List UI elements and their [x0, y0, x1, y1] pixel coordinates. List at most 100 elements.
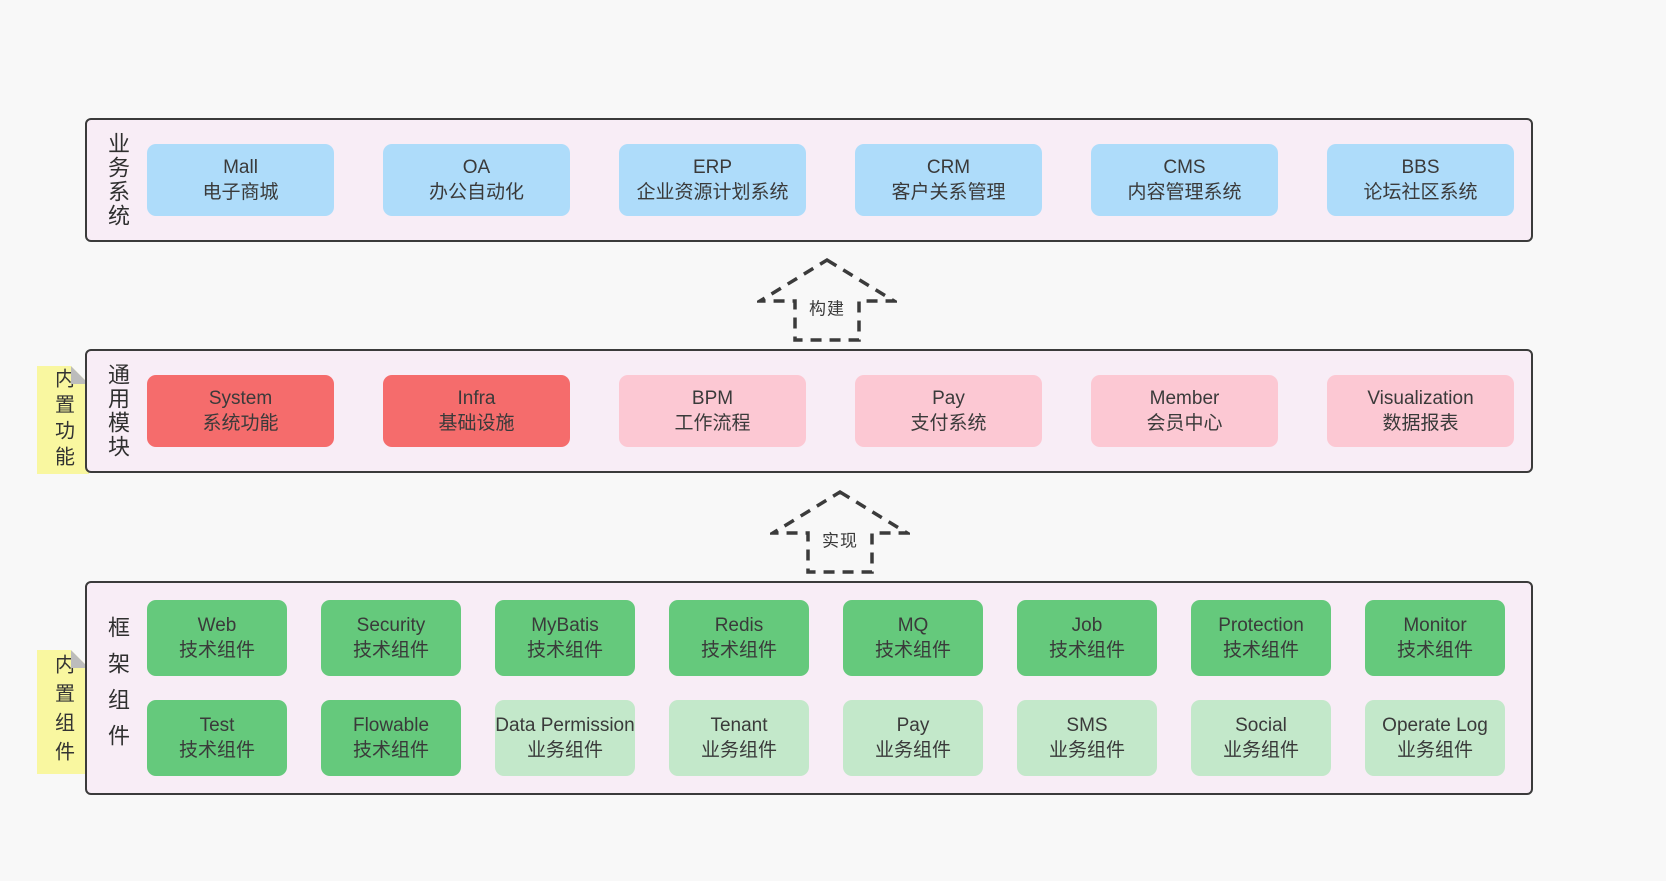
box-mq: MQ 技术组件 [843, 600, 983, 676]
box-bbs: BBS 论坛社区系统 [1327, 144, 1514, 216]
box-subtitle: 技术组件 [178, 740, 255, 761]
box-subtitle: 技术组件 [178, 640, 255, 661]
box-title: Pay [896, 714, 930, 736]
box-test: Test 技术组件 [147, 700, 287, 776]
box-subtitle: 业务组件 [700, 740, 777, 761]
band-label: 框架组件 [105, 616, 130, 760]
box-subtitle: 内容管理系统 [1127, 182, 1242, 203]
arrow-build: 构建 [757, 257, 897, 343]
box-subtitle: 论坛社区系统 [1363, 182, 1478, 203]
box-tenant: Tenant 业务组件 [669, 700, 809, 776]
band-label: 业务系统 [105, 132, 130, 228]
sticky-note-built-in-components: 内置组件 [37, 650, 89, 774]
sticky-note-label: 内置组件 [51, 654, 74, 770]
box-title: CRM [926, 156, 971, 178]
box-title: Tenant [710, 714, 768, 736]
box-data-permission: Data Permission 业务组件 [495, 700, 635, 776]
box-title: Data Permission [495, 714, 635, 736]
box-title: Security [356, 614, 426, 636]
up-arrow-icon [770, 489, 910, 574]
box-subtitle: 业务组件 [1222, 740, 1299, 761]
box-cms: CMS 内容管理系统 [1091, 144, 1278, 216]
box-infra: Infra 基础设施 [383, 375, 570, 447]
box-subtitle: 客户关系管理 [891, 182, 1006, 203]
box-sms: SMS 业务组件 [1017, 700, 1157, 776]
box-title: Operate Log [1382, 714, 1488, 736]
box-subtitle: 企业资源计划系统 [636, 182, 789, 203]
box-subtitle: 工作流程 [674, 413, 751, 434]
box-subtitle: 技术组件 [352, 740, 429, 761]
box-subtitle: 数据报表 [1382, 413, 1459, 434]
box-subtitle: 业务组件 [1396, 740, 1473, 761]
box-title: Redis [714, 614, 764, 636]
box-subtitle: 支付系统 [910, 413, 987, 434]
box-job: Job 技术组件 [1017, 600, 1157, 676]
box-member: Member 会员中心 [1091, 375, 1278, 447]
box-title: Visualization [1367, 387, 1474, 409]
box-subtitle: 技术组件 [352, 640, 429, 661]
box-pay: Pay 支付系统 [855, 375, 1042, 447]
band-label: 通用模块 [105, 363, 130, 459]
box-subtitle: 技术组件 [874, 640, 951, 661]
box-subtitle: 技术组件 [1222, 640, 1299, 661]
box-monitor: Monitor 技术组件 [1365, 600, 1505, 676]
box-oa: OA 办公自动化 [383, 144, 570, 216]
box-subtitle: 技术组件 [700, 640, 777, 661]
box-title: OA [462, 156, 491, 178]
box-title: Monitor [1403, 614, 1467, 636]
box-subtitle: 业务组件 [526, 740, 603, 761]
box-protection: Protection 技术组件 [1191, 600, 1331, 676]
box-security: Security 技术组件 [321, 600, 461, 676]
box-bpm: BPM 工作流程 [619, 375, 806, 447]
box-title: Job [1071, 614, 1103, 636]
box-subtitle: 办公自动化 [428, 182, 524, 203]
box-title: SMS [1066, 714, 1108, 736]
box-title: Protection [1218, 614, 1304, 636]
box-title: MQ [897, 614, 929, 636]
arrow-implement: 实现 [770, 489, 910, 575]
arrow-label: 构建 [805, 292, 849, 322]
box-title: Mall [223, 156, 258, 178]
sticky-note-label: 内置功能 [51, 368, 74, 472]
box-title: BBS [1401, 156, 1440, 178]
box-subtitle: 技术组件 [1048, 640, 1125, 661]
box-social: Social 业务组件 [1191, 700, 1331, 776]
box-subtitle: 技术组件 [1396, 640, 1473, 661]
box-flowable: Flowable 技术组件 [321, 700, 461, 776]
box-visualization: Visualization 数据报表 [1327, 375, 1514, 447]
box-title: Member [1149, 387, 1220, 409]
box-subtitle: 业务组件 [1048, 740, 1125, 761]
box-crm: CRM 客户关系管理 [855, 144, 1042, 216]
up-arrow-icon [757, 257, 897, 342]
box-mybatis: MyBatis 技术组件 [495, 600, 635, 676]
box-title: Infra [457, 387, 496, 409]
box-title: ERP [692, 156, 733, 178]
box-subtitle: 会员中心 [1146, 413, 1223, 434]
box-subtitle: 基础设施 [438, 413, 515, 434]
box-subtitle: 技术组件 [526, 640, 603, 661]
box-title: BPM [691, 387, 734, 409]
box-title: Pay [932, 387, 965, 409]
box-title: Test [199, 714, 235, 736]
band-framework-components: 框架组件 Web 技术组件 Security 技术组件 MyBatis 技术组件 Redis… [85, 581, 1533, 795]
box-erp: ERP 企业资源计划系统 [619, 144, 806, 216]
box-title: CMS [1163, 156, 1206, 178]
box-title: Flowable [352, 714, 430, 736]
box-subtitle: 业务组件 [874, 740, 951, 761]
box-subtitle: 系统功能 [202, 413, 279, 434]
box-title: Social [1235, 714, 1287, 736]
box-title: MyBatis [531, 614, 599, 636]
box-title: Web [197, 614, 237, 636]
sticky-note-built-in-functions: 内置功能 [37, 366, 89, 474]
